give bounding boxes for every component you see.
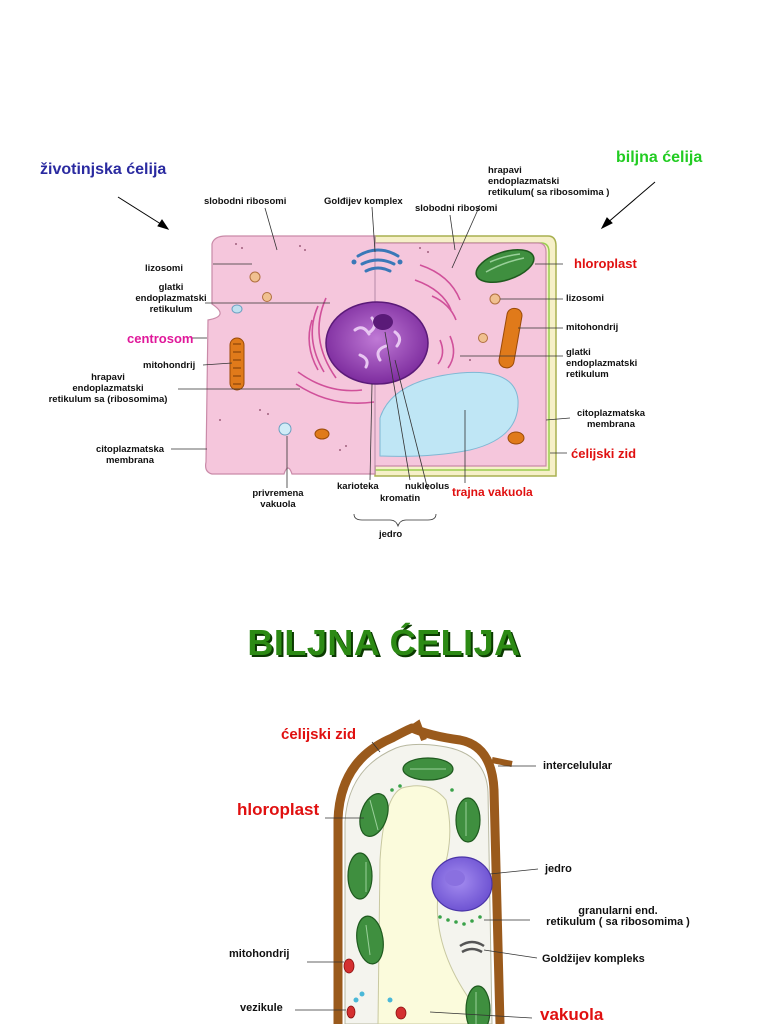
label-smooth-er-left: glatki endoplazmatski retikulum <box>135 282 207 315</box>
plant-cell-heading: biljna ćelija <box>616 149 703 166</box>
label-chromatin: kromatin <box>380 493 421 504</box>
label-mitochondrion-bottom: mitohondrij <box>229 948 290 960</box>
chloroplast-top <box>475 249 535 283</box>
label-mitochondrion-right: mitohondrij <box>566 322 619 333</box>
nucleus-bottom <box>431 856 493 912</box>
label-nucleolus: nukleolus <box>405 481 450 492</box>
mitochondrion-top-left <box>229 337 245 391</box>
er-top <box>295 264 461 404</box>
label-chloroplast-bottom: hloroplast <box>237 800 320 819</box>
label-smooth-er-right: glatki endoplazmatski retikulum <box>566 347 638 380</box>
label-nucleus-bottom: jedro <box>545 863 572 875</box>
vacuole-bottom <box>377 785 471 1024</box>
label-free-ribosomes-left: slobodni ribosomi <box>204 196 287 207</box>
label-cell-wall-bottom: ćelijski zid <box>281 726 357 743</box>
animal-cell-heading: životinjska ćelija <box>40 161 167 178</box>
label-vacuole-bottom: vakuola <box>540 1005 604 1024</box>
label-lysosomes-right: lizosomi <box>566 293 605 304</box>
golgi-top <box>356 248 400 273</box>
label-permanent-vacuole: trajna vakuola <box>452 485 533 499</box>
label-nucleus: jedro <box>379 529 403 540</box>
jedro-brace <box>353 513 437 528</box>
label-cytoplasmic-membrane-right: citoplazmatska membrana <box>576 408 646 430</box>
label-golgi-bottom: Goldžijev kompleks <box>542 953 645 965</box>
label-granular-er: granularni end. retikulum ( sa ribosomim… <box>546 905 690 928</box>
label-karyotheca: karioteka <box>337 481 379 492</box>
label-golgi-complex: Golđijev komplex <box>324 196 403 207</box>
label-mitochondrion-left: mitohondrij <box>143 360 196 371</box>
heading-arrows <box>117 181 656 230</box>
label-cytoplasmic-membrane-left: citoplazmatska membrana <box>95 444 165 466</box>
label-chloroplast-top: hloroplast <box>574 256 637 271</box>
er-bottom <box>390 784 482 926</box>
nucleus-top <box>325 301 429 385</box>
label-lysosomes-left: lizosomi <box>145 263 184 274</box>
label-cell-wall-top: ćelijski zid <box>571 446 637 461</box>
label-free-ribosomes-right: slobodni ribosomi <box>415 203 498 214</box>
label-rough-er-left: hrapavi endoplazmatski retikulum sa (rib… <box>48 372 168 405</box>
label-temporary-vacuole: privremena vakuola <box>252 488 304 510</box>
golgi-bottom <box>459 940 485 954</box>
mitochondrion-top-right <box>498 307 523 369</box>
label-vesicles: vezikule <box>240 1002 283 1014</box>
label-centrosome: centrosom <box>127 331 194 346</box>
page-title: BILJNA ĆELIJA <box>247 622 521 663</box>
plant-cell-wall-bottom <box>333 723 505 1024</box>
label-rough-er-top: hrapavi endoplazmatski retikulum( sa rib… <box>488 165 610 198</box>
label-intercellular: intercelulular <box>543 760 613 772</box>
